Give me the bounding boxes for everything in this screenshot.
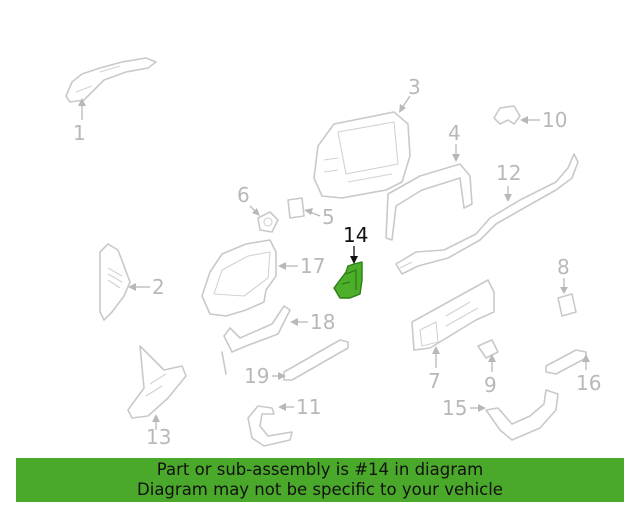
callout-6-arrow	[252, 208, 260, 216]
callout-9-arrow	[488, 354, 496, 362]
callout-10-arrow	[520, 116, 528, 124]
callout-3-arrow	[399, 104, 406, 113]
callout-12-label: 12	[496, 161, 521, 185]
callout-13-label: 13	[146, 425, 171, 449]
part-6-switch	[257, 211, 279, 233]
part-19-bar	[283, 339, 349, 381]
callout-18-label: 18	[310, 310, 335, 334]
callout-6-label: 6	[237, 183, 250, 207]
callout-8-label: 8	[557, 255, 570, 279]
part-7-lower-panel	[411, 279, 495, 351]
callout-12-arrow	[504, 194, 512, 202]
part-12-trim-bar	[395, 153, 579, 275]
part-4-bezel	[385, 163, 473, 241]
callout-8-arrow	[560, 287, 568, 294]
callout-1-label: 1	[73, 121, 86, 145]
banner-line-1: Part or sub-assembly is #14 in diagram	[156, 460, 484, 479]
callout-5-arrow	[304, 208, 313, 215]
callout-17-label: 17	[300, 254, 325, 278]
part-8-block	[557, 293, 577, 317]
callout-16-arrow	[582, 354, 590, 362]
part-3-center-stack	[313, 111, 411, 199]
callout-14-label: 14	[343, 223, 368, 247]
part-1-bracket	[65, 57, 157, 103]
callout-11-arrow	[278, 403, 286, 411]
info-banner: Part or sub-assembly is #14 in diagram D…	[16, 458, 624, 502]
callout-10-label: 10	[542, 108, 567, 132]
part-17-cluster-hood	[201, 239, 277, 317]
part-9-switch	[477, 339, 499, 359]
part-5-clip	[287, 197, 305, 219]
callout-14-arrow	[350, 256, 358, 264]
callout-3-label: 3	[408, 75, 421, 99]
callout-5-label: 5	[322, 205, 335, 229]
callout-19-arrow	[278, 372, 286, 380]
callout-7-label: 7	[428, 369, 441, 393]
callout-17-arrow	[278, 262, 286, 270]
part-2-side-panel	[99, 243, 131, 321]
callout-15-label: 15	[442, 396, 467, 420]
callout-4-arrow	[452, 154, 460, 162]
banner-line-2: Diagram may not be specific to your vehi…	[137, 480, 503, 499]
part-15-lower-bracket	[485, 389, 559, 441]
callout-19-label: 19	[244, 364, 269, 388]
callout-16-label: 16	[576, 371, 601, 395]
part-18-knee-panel	[221, 305, 291, 375]
callout-2-label: 2	[152, 275, 165, 299]
callout-7-arrow	[432, 346, 440, 354]
callout-13-arrow	[152, 414, 160, 422]
callout-11-label: 11	[296, 395, 321, 419]
part-11-handle	[247, 405, 293, 447]
callout-3-leader	[401, 95, 411, 109]
part-13-lower-side	[127, 345, 187, 419]
callout-15-arrow	[478, 404, 486, 412]
callout-1-arrow	[78, 98, 86, 106]
part-10-cap	[493, 105, 521, 125]
callout-2-arrow	[128, 283, 136, 291]
callout-18-arrow	[290, 318, 298, 326]
part-14-highlighted	[333, 261, 363, 299]
callout-4-label: 4	[448, 121, 461, 145]
callout-9-label: 9	[484, 373, 497, 397]
